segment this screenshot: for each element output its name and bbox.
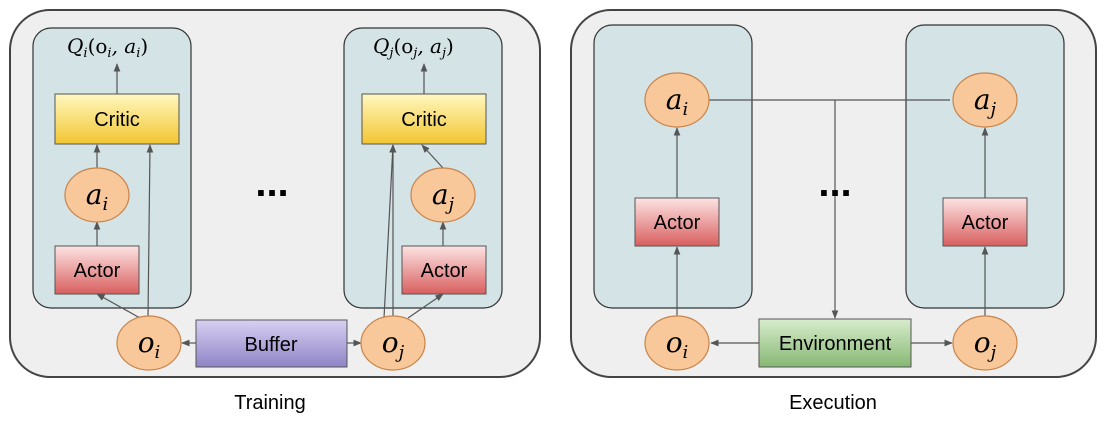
actor-i-box-execution [634,197,720,247]
actor-i-label-execution: Actor [654,212,701,234]
obs-i-label-execution: oi [666,326,689,363]
action-j-node-training [410,167,476,223]
execution-ellipsis: ... [818,161,851,205]
action-i-node-execution [644,72,710,128]
arrow-action-j-to-critic [421,144,444,169]
execution-arrows [673,99,989,347]
critic-i-box [54,93,180,145]
q-j-label: Qj(oj, aj) [373,34,454,61]
obs-j-node-execution [952,315,1018,371]
arrow-obs-i-to-actor [96,293,141,319]
critic-j-label: Critic [401,109,447,131]
actor-i-box-training [54,245,140,295]
training-ellipsis: ... [255,161,288,205]
action-j-node-execution [952,72,1018,128]
obs-i-label-training: oi [138,326,161,363]
arrow-obs-j-to-critic-i-long [383,144,396,319]
arrow-obs-j-to-actor [407,293,444,319]
obs-j-node-training [360,315,426,371]
critic-j-box [361,93,487,145]
action-j-label-execution: aj [974,83,997,120]
critic-i-label: Critic [94,109,140,131]
buffer-box [195,319,348,368]
training-panel: Critic Critic Actor Actor Qi(oi, ai) Qj(… [9,9,541,378]
obs-j-label-execution: oj [974,326,997,363]
action-i-node-training [64,167,130,223]
execution-caption: Execution [789,392,877,414]
actor-j-box-execution [942,197,1028,247]
actor-i-label-training: Actor [74,260,121,282]
buffer-label: Buffer [245,334,298,356]
actor-j-box-training [401,245,487,295]
arrow-obs-i-to-critic [146,144,154,319]
obs-j-label-training: oj [382,326,405,363]
environment-box [758,318,912,368]
training-arrows [93,63,447,347]
execution-agent-i-box [593,24,753,309]
execution-panel: Actor Actor ai aj oi oj Environment ... [570,9,1097,378]
training-caption: Training [234,392,306,414]
environment-label: Environment [779,333,892,355]
actor-j-label-training: Actor [421,260,468,282]
action-i-label-execution: ai [666,83,688,120]
actor-j-label-execution: Actor [962,212,1009,234]
obs-i-node-execution [644,315,710,371]
action-i-label-training: ai [86,178,108,215]
q-i-label: Qi(oi, ai) [67,34,148,61]
obs-i-node-training [116,315,182,371]
action-j-label-training: aj [432,178,455,215]
